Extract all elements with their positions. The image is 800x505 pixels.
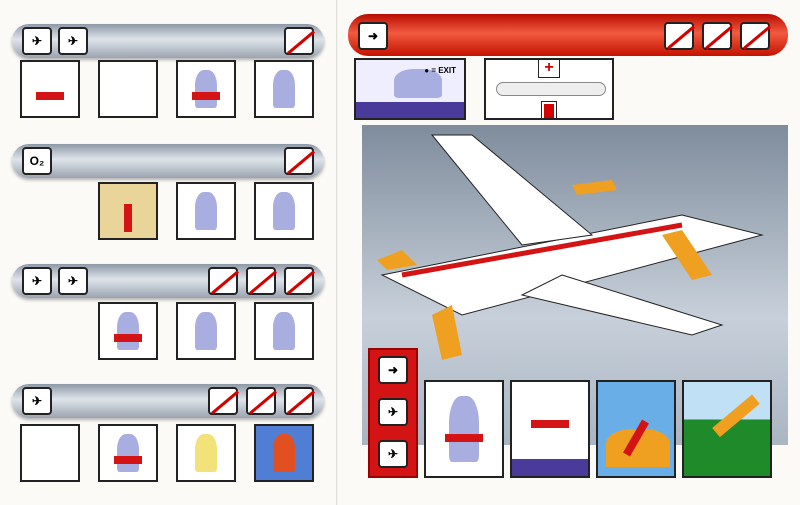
no-smoking-icon xyxy=(664,22,694,50)
seatbelt-fasten-pic xyxy=(254,60,314,118)
no-smoking-icon xyxy=(208,387,238,415)
life-vest-pic xyxy=(20,424,80,482)
door-handle-pic xyxy=(424,380,504,478)
tray-table-pic xyxy=(20,60,80,118)
fire-extinguisher-icon xyxy=(541,101,557,118)
seatbelt-pic xyxy=(176,60,236,118)
no-baggage-icon xyxy=(246,387,276,415)
exit-types-panel: ➜ ✈ ✈ xyxy=(368,348,418,478)
no-smoking-icon xyxy=(284,27,314,55)
vest-water-pic xyxy=(254,424,314,482)
exit-sign: ● = EXIT xyxy=(424,66,456,75)
no-smoking-icon xyxy=(284,147,314,175)
no-high-heels-icon xyxy=(740,22,770,50)
evacuate-icon: ➜ xyxy=(358,22,388,50)
right-page: ➜ ● = EXIT + ➜ ✈ ✈ xyxy=(338,0,800,505)
slide-jump-pic xyxy=(682,380,772,478)
door-open-pic xyxy=(510,380,590,478)
plane-water-landing-icon: ✈ xyxy=(58,267,88,295)
no-smoking-icon xyxy=(208,267,238,295)
mask-child-pic xyxy=(254,182,314,240)
plane-ground-landing-icon: ✈ xyxy=(378,440,408,468)
cabin-map-pic: + xyxy=(484,58,614,120)
no-high-heels-icon xyxy=(284,267,314,295)
first-aid-icon: + xyxy=(538,60,560,78)
section-bar-oxygen xyxy=(12,144,324,178)
mask-on-pic xyxy=(176,182,236,240)
section-bar-water xyxy=(12,384,324,418)
mask-drop-pic xyxy=(98,182,158,240)
plane-water-landing-icon: ✈ xyxy=(22,387,52,415)
evacuate-icon: ➜ xyxy=(378,356,408,384)
vest-belt-pic xyxy=(98,424,158,482)
brace-belt-pic xyxy=(98,302,158,360)
airplane-slides-illustration xyxy=(377,134,764,360)
plane-water-landing-icon: ✈ xyxy=(378,398,408,426)
plane-landing-icon: ✈ xyxy=(58,27,88,55)
seat-back-pic xyxy=(98,60,158,118)
oxygen-mask-icon: O₂ xyxy=(22,147,52,175)
plane-takeoff-icon: ✈ xyxy=(22,27,52,55)
plane-ground-landing-icon: ✈ xyxy=(22,267,52,295)
no-baggage-icon xyxy=(702,22,732,50)
vest-inflate-pic xyxy=(176,424,236,482)
slide-inflate-pic xyxy=(596,380,676,478)
crawl-exit-pic: ● = EXIT xyxy=(354,58,466,120)
no-baggage-icon xyxy=(246,267,276,295)
brace-child-pic xyxy=(254,302,314,360)
left-page: ✈ ✈ O₂ ✈ ✈ ✈ xyxy=(0,0,337,505)
no-high-heels-icon xyxy=(284,387,314,415)
brace-position-pic xyxy=(176,302,236,360)
